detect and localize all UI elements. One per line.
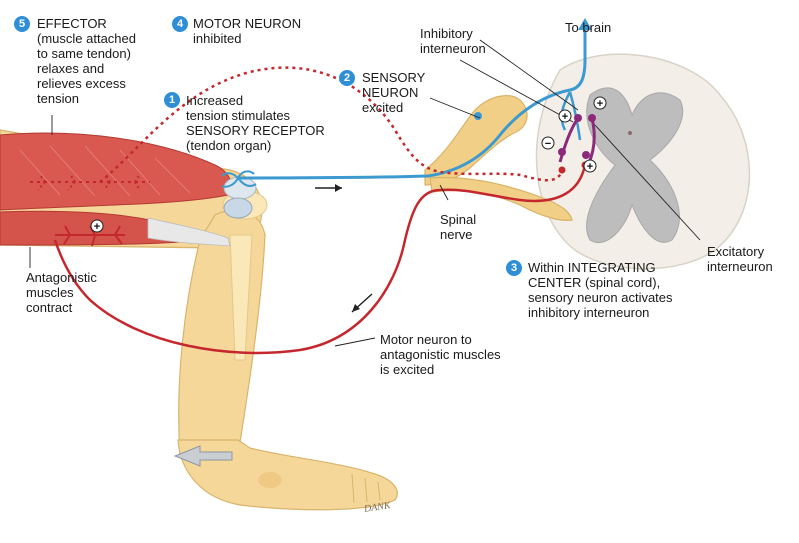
muscles	[0, 132, 257, 247]
plus-sign-ascending: +	[597, 98, 603, 110]
effector-label: EFFECTOR (muscle attached to same tendon…	[37, 16, 136, 106]
synapse-signs	[90, 96, 607, 233]
step-5-badge: 5	[14, 16, 30, 32]
plus-sign-excitatory: +	[587, 161, 593, 173]
plus-sign-antagonist: +	[94, 221, 100, 233]
excitatory-interneuron-label: Excitatory interneuron	[707, 244, 773, 274]
leader-lines	[29, 39, 701, 347]
motor-neuron-inhibited-label: MOTOR NEURON inhibited	[193, 16, 302, 46]
motor-neuron-antagonist-label: Motor neuron to antagonistic muscles is …	[380, 332, 501, 377]
integrating-center-label: Within INTEGRATING CENTER (spinal cord),…	[528, 260, 673, 320]
plus-sign-sensory: +	[562, 111, 568, 123]
inhibitory-interneuron-label: Inhibitory interneuron	[420, 26, 486, 56]
spinal-nerve-label: Spinal nerve	[440, 212, 477, 242]
direction-arrows	[173, 184, 373, 467]
step-3-badge: 3	[506, 260, 522, 276]
minus-sign-inhibitory: −	[545, 138, 551, 150]
step-1-badge: 1	[164, 92, 180, 108]
step-2-badge: 2	[339, 70, 355, 86]
to-brain-label: To brain	[565, 20, 612, 35]
sensory-neuron-label: SENSORY NEURON excited	[362, 70, 426, 115]
step-4-badge: 4	[172, 16, 188, 32]
inhibited-motor-neuron-path	[30, 66, 566, 191]
sensory-receptor-label: Increased tension stimulates SENSORY REC…	[186, 93, 325, 153]
antagonistic-muscles-label: Antagonistic muscles contract	[26, 270, 97, 315]
spinal-cord	[535, 53, 751, 270]
